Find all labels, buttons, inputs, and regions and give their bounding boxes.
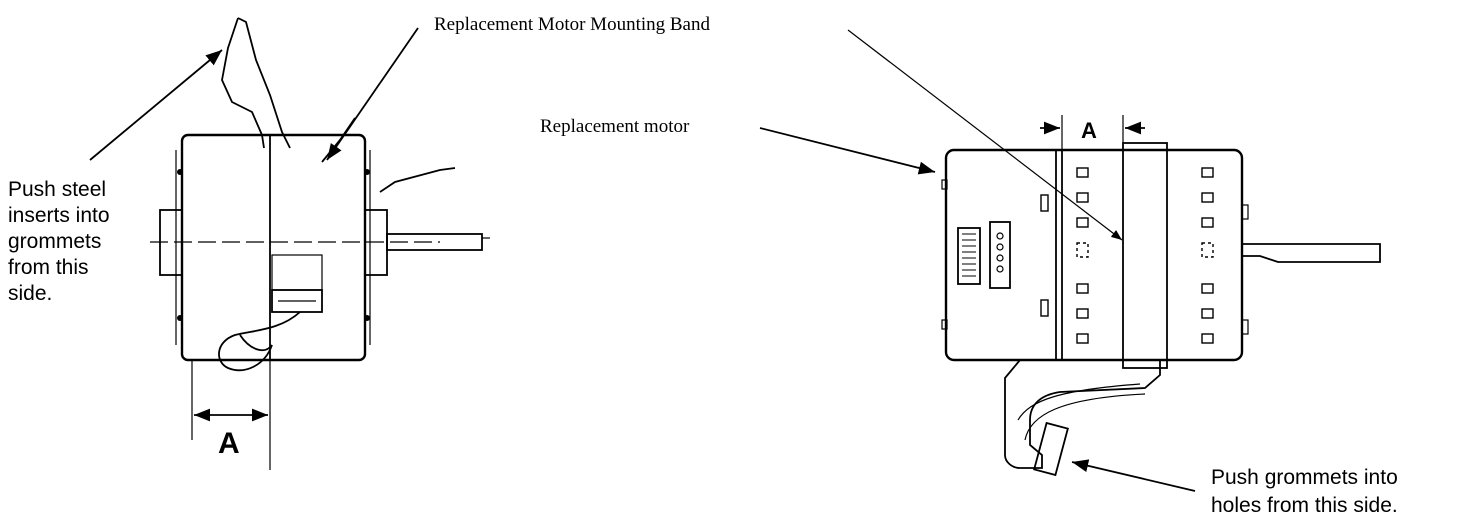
right-bracket [1004,359,1161,469]
right-motor [941,142,1381,477]
label-push-steel: Push steel inserts into grommets from th… [8,178,110,305]
left-dimension-a: A [191,360,271,470]
svg-text:Push grommets into: Push grommets into [1211,466,1398,489]
right-motor-shaft [1242,243,1381,263]
svg-text:grommets: grommets [8,230,101,253]
svg-text:holes from this side.: holes from this side. [1211,494,1398,517]
left-motor [150,17,490,372]
connector-block-1 [957,227,981,285]
svg-text:from this: from this [8,256,89,279]
dim-label-right: A [1081,118,1097,143]
label-push-grommets: Push grommets into holes from this side. [1211,466,1398,517]
steel-insert [221,17,291,149]
dim-label-left: A [218,427,240,460]
right-motor-body [944,148,1244,362]
svg-text:Push steel: Push steel [8,178,106,201]
left-motor-shaft [386,233,483,251]
label-mounting-band: Replacement Motor Mounting Band [434,14,710,35]
left-strap [218,311,301,372]
mounting-band [1122,142,1168,369]
svg-text:side.: side. [8,282,52,305]
connector-block-2 [989,221,1011,289]
right-dimension-a: A [1040,115,1145,150]
label-replacement-motor: Replacement motor [540,116,690,137]
svg-text:inserts into: inserts into [8,204,110,227]
